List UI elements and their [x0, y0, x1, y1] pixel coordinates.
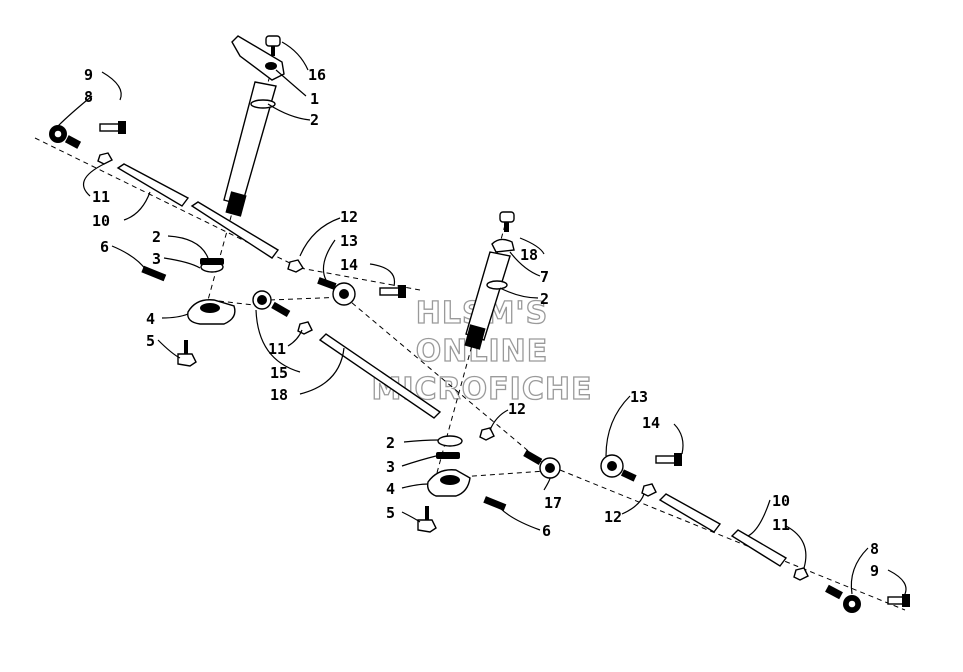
- callout-11-upper: 11: [92, 188, 110, 206]
- callout-13-lower: 13: [630, 388, 648, 406]
- callout-3-upper: 3: [152, 250, 161, 268]
- callout-5-upper: 5: [146, 332, 155, 350]
- callout-8-lower: 8: [870, 540, 879, 558]
- callout-3-lower: 3: [386, 458, 395, 476]
- callout-2-upper-post: 2: [310, 111, 319, 129]
- callout-8-upper: 8: [84, 88, 93, 106]
- callout-11-middle: 11: [268, 340, 286, 358]
- callout-4-lower: 4: [386, 480, 395, 498]
- callout-1: 1: [310, 90, 319, 108]
- callout-labels: 16 1 2 9 8 11 10 12 13 14 2 3 6 4 5 11 1…: [84, 66, 879, 580]
- callout-6-lower: 6: [542, 522, 551, 540]
- callout-12-middle: 12: [508, 400, 526, 418]
- callout-7: 7: [540, 268, 549, 286]
- callout-16-upper: 16: [308, 66, 326, 84]
- upper-steering-post: [223, 35, 285, 217]
- callout-10-upper: 10: [92, 212, 110, 230]
- callout-2-lower-post: 2: [540, 290, 549, 308]
- callout-12-upper: 12: [340, 208, 358, 226]
- callout-2-lower-arm: 2: [386, 434, 395, 452]
- callout-6-upper: 6: [100, 238, 109, 256]
- callout-18-tube: 18: [270, 386, 288, 404]
- lower-steering-post: [464, 211, 515, 350]
- callout-12-lower: 12: [604, 508, 622, 526]
- callout-2-upper-arm: 2: [152, 228, 161, 246]
- callout-4-upper: 4: [146, 310, 155, 328]
- lower-steering-arm: [417, 427, 561, 533]
- callout-9-lower: 9: [870, 562, 879, 580]
- leader-lines: [57, 41, 907, 597]
- callout-15: 15: [270, 364, 288, 382]
- upper-left-tie-rod: [49, 121, 406, 306]
- callout-5-lower: 5: [386, 504, 395, 522]
- callout-11-lower: 11: [772, 516, 790, 534]
- upper-post-threads: [225, 191, 247, 217]
- callout-13-upper: 13: [340, 232, 358, 250]
- callout-9-upper: 9: [84, 66, 93, 84]
- callout-14-upper: 14: [340, 256, 358, 274]
- upper-steering-arm: [141, 258, 442, 419]
- callout-14-lower: 14: [642, 414, 660, 432]
- callout-10-lower: 10: [772, 492, 790, 510]
- callout-17: 17: [544, 494, 562, 512]
- callout-18-lower-post: 18: [520, 246, 538, 264]
- lower-right-tie-rod: [600, 453, 910, 613]
